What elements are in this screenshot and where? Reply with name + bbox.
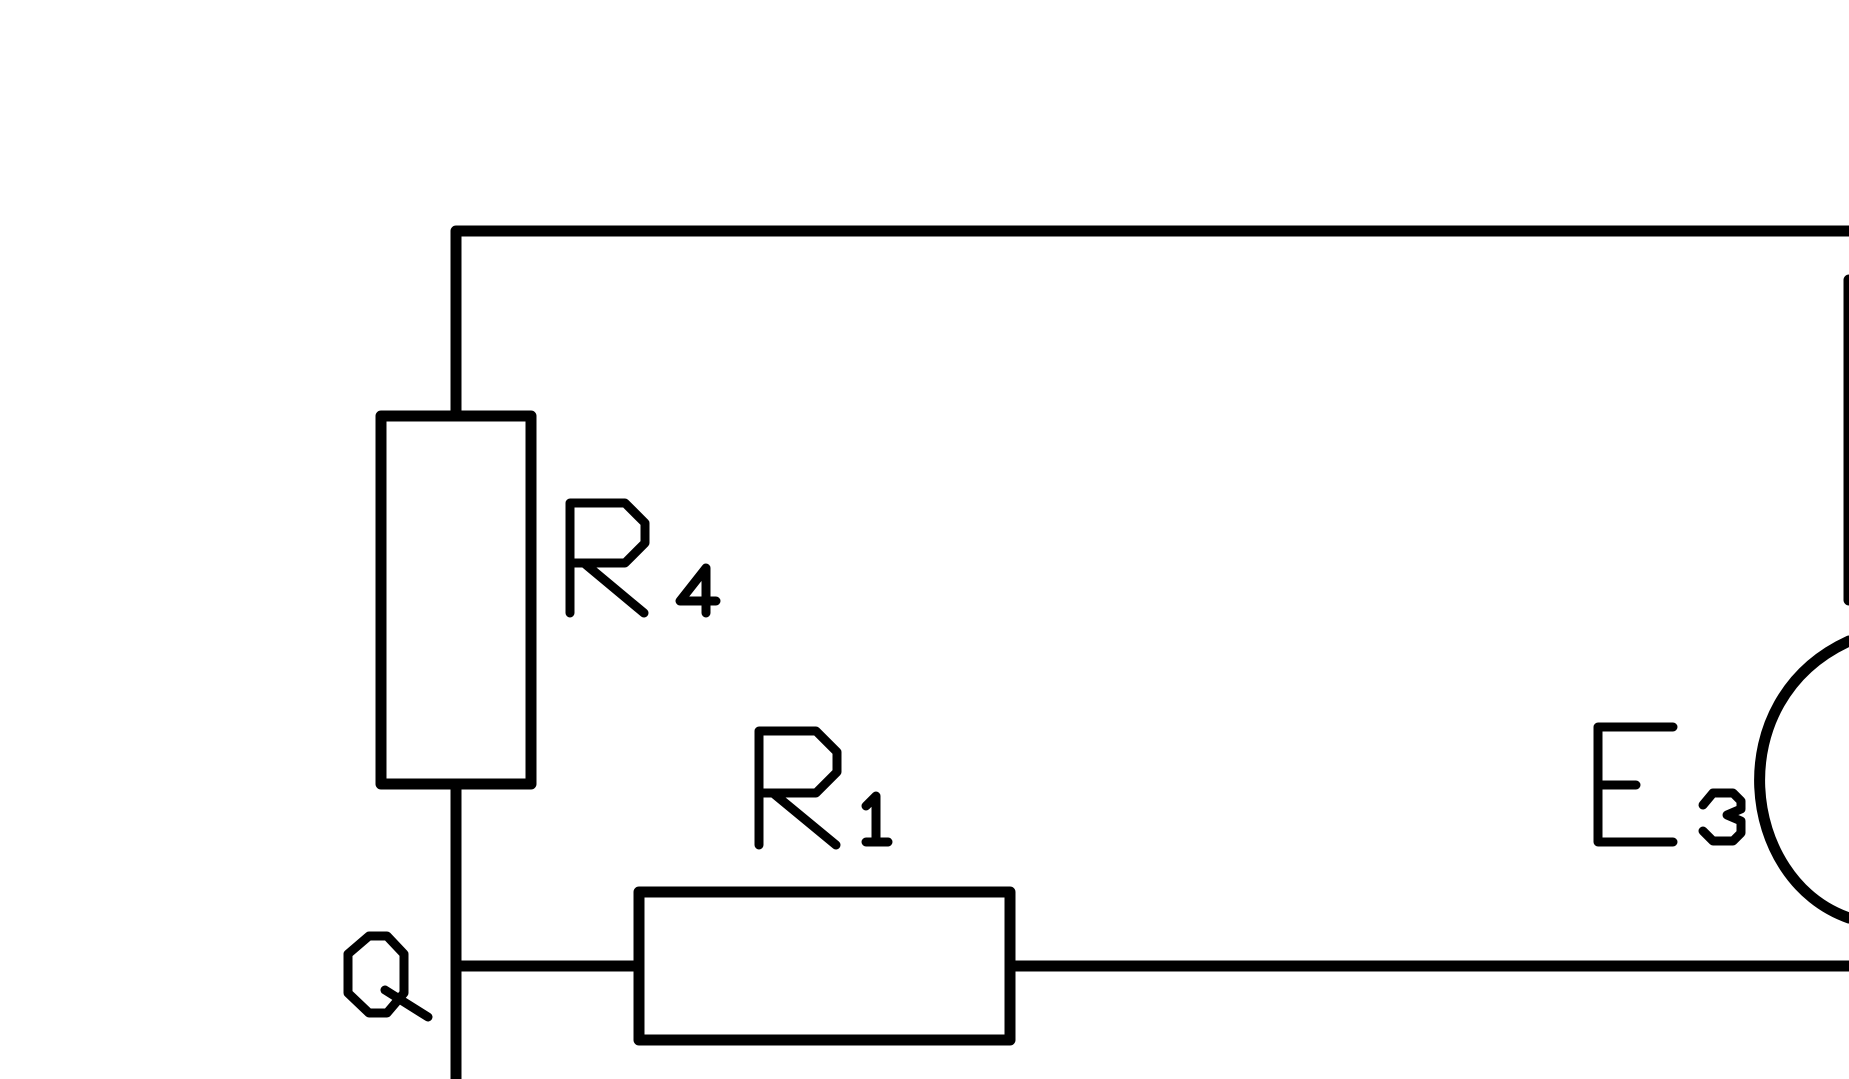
label-r4: R4 [565,498,721,618]
label-e3-text: E3 [1598,834,1611,845]
wires [450,225,1849,1079]
label-e3: E3 [1593,722,1746,847]
resistor-r1 [633,886,1016,1046]
label-q-letter [343,931,433,1022]
wire-top [450,225,1849,417]
label-r1-subscript [861,791,893,847]
label-r4-text: R4 [570,605,583,616]
label-r1-letter [754,726,842,850]
label-e3-letter [1593,722,1678,847]
label-r4-subscript [675,563,721,618]
resistor-r4 [375,410,537,790]
label-r1: R1 [754,726,893,850]
label-q-text: Q [348,1005,356,1016]
label-r1-text: R1 [759,837,772,848]
label-e3-subscript [1698,788,1746,846]
voltage-source-e3 [1754,635,1849,924]
label-r4-letter [565,498,650,618]
label-node-q: Q [343,931,433,1022]
